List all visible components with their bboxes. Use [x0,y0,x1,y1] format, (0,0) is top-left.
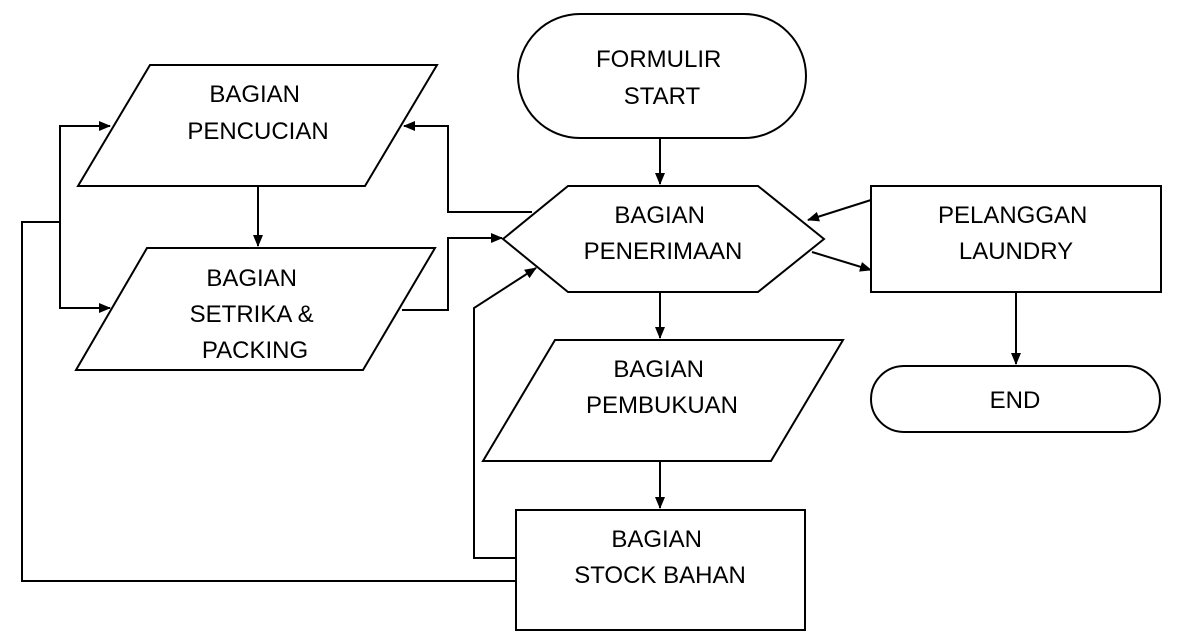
node-label-line: PACKING [202,337,308,364]
node-label-line: BAGIAN [206,265,297,292]
node-label-line: BAGIAN [614,202,705,229]
node-label-line: BAGIAN [611,526,702,553]
rectangle-shape [515,509,806,631]
terminator-shape [870,365,1161,433]
node-label-line: LAUNDRY [959,238,1073,265]
node-label: BAGIAN PEMBUKUAN [586,356,738,419]
node-label-line: PENERIMAAN [584,238,743,265]
node-bagian-penerimaan: BAGIAN PENERIMAAN [501,185,826,293]
node-bagian-pembukuan: BAGIAN PEMBUKUAN [481,339,845,462]
edge-stock-bahan-to-setrika-packing [59,222,111,313]
node-label-line: FORMULIR [596,46,721,73]
rectangle-shape [870,185,1162,293]
edge-penerimaan-to-pelanggan [811,251,872,272]
node-label: PELANGGAN LAUNDRY [938,202,1094,265]
terminator-shape [517,13,807,139]
edge-stock-bahan-to-pencucian [21,121,516,582]
edge-setrika-packing-to-penerimaan [402,233,503,311]
node-pelanggan-laundry: PELANGGAN LAUNDRY [870,185,1162,293]
hexagon-shape [501,185,826,293]
node-formulir-start: FORMULIR START [517,13,807,139]
node-label-line: SETRIKA & [190,301,314,328]
node-bagian-setrika-packing: BAGIAN SETRIKA & PACKING [74,247,437,371]
node-label: END [990,387,1041,414]
parallelogram-shape [76,64,439,187]
parallelogram-shape [481,339,845,462]
edge-pelanggan-to-penerimaan [807,199,872,222]
node-label-line: BAGIAN [613,356,704,383]
edge-stock-bahan-to-penerimaan [473,267,537,559]
node-label-line: BAGIAN [209,81,300,108]
node-label: FORMULIR START [596,46,728,110]
node-bagian-stock-bahan: BAGIAN STOCK BAHAN [515,509,806,631]
node-label: BAGIAN STOCK BAHAN [574,526,746,589]
node-label-line: PEMBUKUAN [586,392,738,419]
node-label-line: PENCUCIAN [187,118,328,145]
node-label-line: START [624,83,701,110]
node-label-line: PELANGGAN [938,202,1087,229]
node-label: BAGIAN PENCUCIAN [187,81,328,145]
node-label: BAGIAN SETRIKA & PACKING [190,265,321,364]
parallelogram-shape [74,247,437,371]
edges [21,121,1021,582]
node-bagian-pencucian: BAGIAN PENCUCIAN [76,64,439,187]
node-end: END [870,365,1161,433]
edge-penerimaan-to-pencucian [403,121,532,213]
node-label: BAGIAN PENERIMAAN [584,202,743,265]
node-label-line: STOCK BAHAN [574,562,746,589]
node-label-line: END [990,387,1041,414]
